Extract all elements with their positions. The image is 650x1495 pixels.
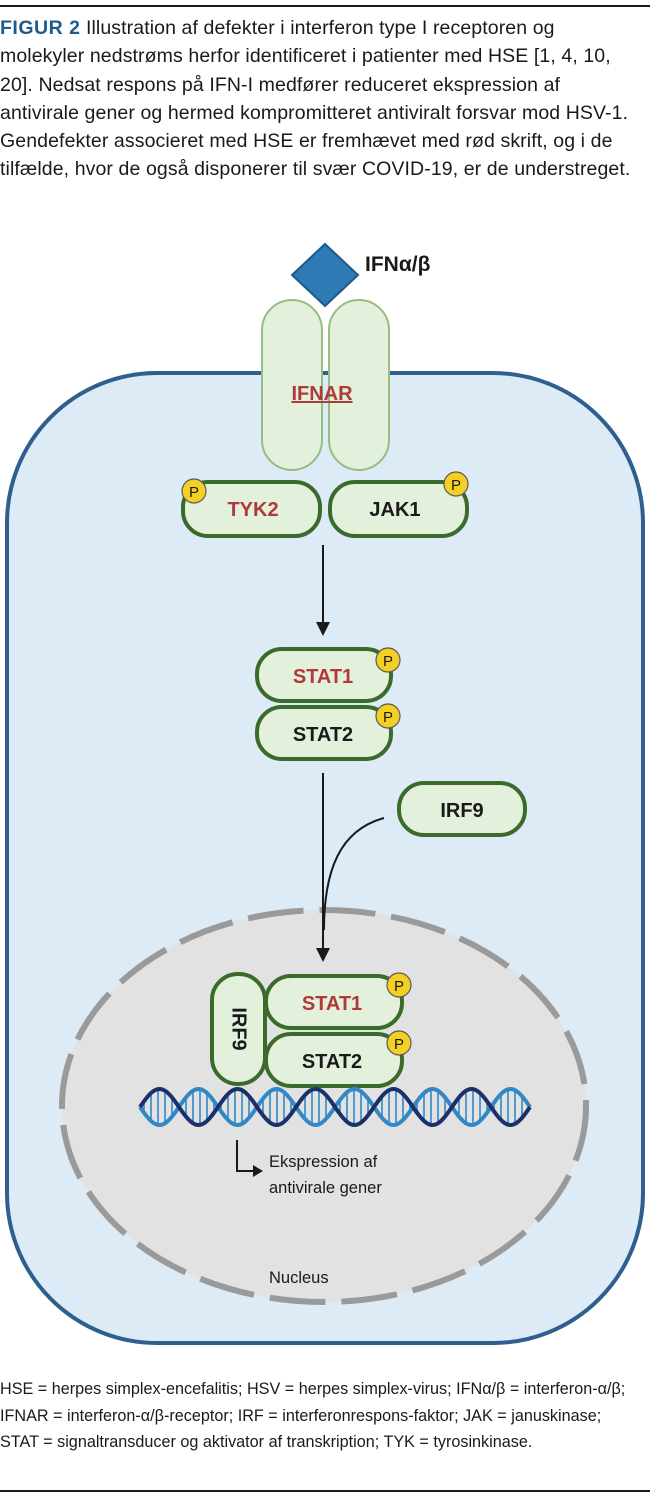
dna-double-helix <box>138 1086 532 1128</box>
nuclear-irf9-label: IRF9 <box>228 1007 250 1050</box>
nuclear-stat2-box <box>264 1032 404 1088</box>
phospho-label: P <box>383 709 393 726</box>
tyk2-phospho-badge: P <box>181 478 207 504</box>
nuclear-irf9-box <box>210 972 267 1086</box>
jak1-phospho-badge: P <box>443 471 469 497</box>
stat1-label: STAT1 <box>293 666 353 688</box>
abbreviation-legend: HSE = herpes simplex-encefalitis; HSV = … <box>0 1380 626 1451</box>
expression-label-line2: antivirale gener <box>269 1179 382 1197</box>
ligand-label: IFNα/β <box>365 253 431 276</box>
jak1-label: JAK1 <box>369 499 420 521</box>
arrow-stat-to-nucleus <box>316 773 385 962</box>
ifnar-label: IFNAR <box>291 383 353 405</box>
figure-label: FIGUR 2 <box>0 17 81 39</box>
nuclear-stat1-label: STAT1 <box>302 993 362 1015</box>
irf9-label: IRF9 <box>440 800 483 822</box>
caption-text: Illustration af defekter i interferon ty… <box>0 17 631 181</box>
arrow-kinase-to-stat <box>316 545 330 636</box>
stat2-label: STAT2 <box>293 724 353 746</box>
ifnar-subunit-right <box>328 299 390 471</box>
tyk2-box <box>181 480 322 538</box>
phospho-label: P <box>451 477 461 494</box>
nucleus <box>62 910 586 1302</box>
jak1-box <box>328 480 469 538</box>
stat1-box <box>255 647 393 703</box>
irf9-box <box>397 781 527 837</box>
stat1-phospho-badge: P <box>375 647 401 673</box>
nuclear-stat2-phospho-badge: P <box>386 1030 412 1056</box>
figure-caption: FIGUR 2 Illustration af defekter i inter… <box>0 14 640 184</box>
phospho-label: P <box>394 978 404 995</box>
nucleus-label: Nucleus <box>269 1269 329 1287</box>
nuclear-stat1-phospho-badge: P <box>386 972 412 998</box>
signaling-diagram: IFNAR IFNα/β TYK2 JAK1 P P STAT1 STAT2 P… <box>5 242 645 1345</box>
top-rule <box>0 5 650 7</box>
transcription-start-arrow <box>236 1140 263 1177</box>
nuclear-stat1-box <box>264 974 404 1030</box>
phospho-label: P <box>189 484 199 501</box>
ifnar-subunit-left <box>261 299 323 471</box>
tyk2-label: TYK2 <box>227 499 278 521</box>
nuclear-stat2-label: STAT2 <box>302 1051 362 1073</box>
phospho-label: P <box>383 653 393 670</box>
stat2-phospho-badge: P <box>375 703 401 729</box>
dna-strand-dark <box>138 1086 532 1128</box>
bottom-rule <box>0 1490 650 1492</box>
ifn-ligand-diamond <box>290 242 360 308</box>
phospho-label: P <box>394 1036 404 1053</box>
stat2-box <box>255 705 393 761</box>
expression-label-line1: Ekspression af <box>269 1153 378 1171</box>
